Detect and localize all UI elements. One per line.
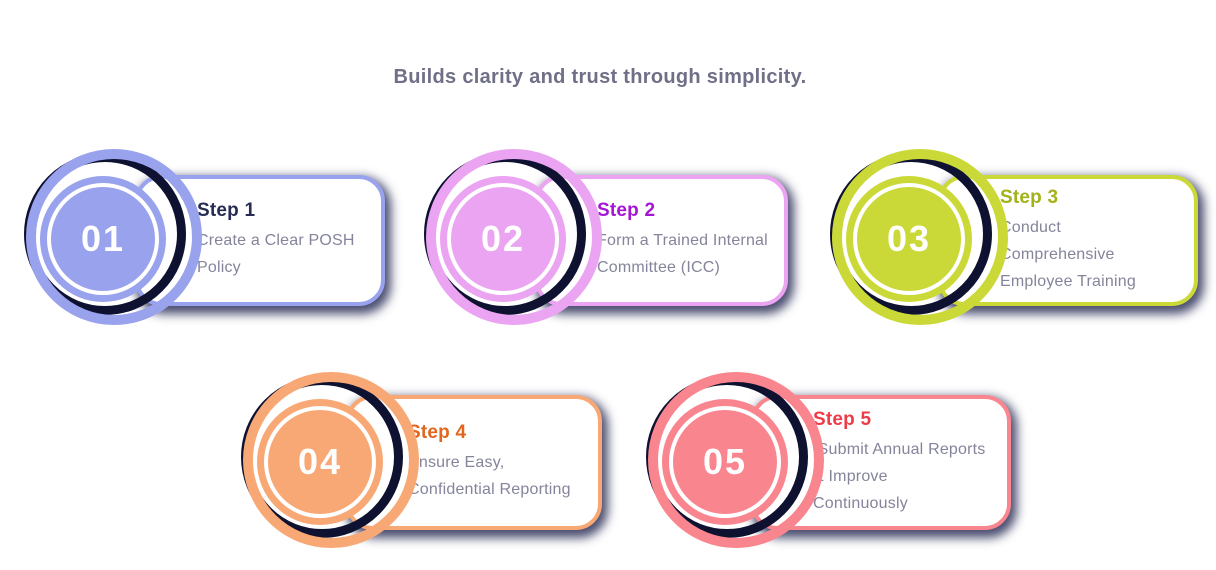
number-circle: 05: [662, 399, 788, 525]
step-title: Step 4: [408, 422, 467, 443]
step-title: Step 2: [597, 200, 656, 221]
step-number: 03: [886, 218, 932, 259]
step-number: 05: [702, 441, 748, 482]
step-number-badge: 03: [830, 149, 1008, 325]
outer-ring: [426, 149, 602, 325]
step-item-2: Step 2 Form a Trained Internal Committee…: [424, 149, 866, 349]
step-title: Step 1: [197, 200, 256, 221]
step-number: 01: [80, 218, 126, 259]
step-item-3: Step 3 Conduct Comprehensive Employee Tr…: [830, 149, 1216, 349]
step-number: 04: [297, 441, 343, 482]
step-number-badge: 04: [241, 372, 419, 548]
outer-ring: [648, 372, 824, 548]
step-description: Form a Trained Internal Committee (ICC): [597, 232, 768, 276]
step-item-4: Step 4 Ensure Easy, Confidential Reporti…: [241, 372, 683, 570]
step-number: 02: [480, 218, 526, 259]
step-description: Ensure Easy, Confidential Reporting: [408, 454, 571, 498]
step-number-badge: 01: [24, 149, 202, 325]
number-circle: 02: [440, 176, 566, 302]
page-title: Builds clarity and trust through simplic…: [393, 66, 807, 88]
step-title: Step 5: [813, 408, 872, 430]
step-item-5: Step 5 Submit Annual Reports & Improve C…: [646, 372, 1088, 570]
number-circle: 01: [40, 176, 166, 302]
step-description: Create a Clear POSH Policy: [197, 232, 355, 276]
step-number-badge: 05: [646, 372, 824, 548]
step-item-1: Step 1 Create a Clear POSH Policy 01: [24, 149, 466, 349]
step-number-badge: 02: [424, 149, 602, 325]
number-circle: 04: [257, 399, 383, 525]
step-description: Conduct Comprehensive Employee Training: [1000, 218, 1136, 290]
outer-ring: [832, 149, 1008, 325]
outer-ring: [243, 372, 419, 548]
step-title: Step 3: [1000, 186, 1059, 208]
outer-ring: [26, 149, 202, 325]
number-circle: 03: [846, 176, 972, 302]
step-description: Submit Annual Reports & Improve Continuo…: [813, 440, 986, 512]
